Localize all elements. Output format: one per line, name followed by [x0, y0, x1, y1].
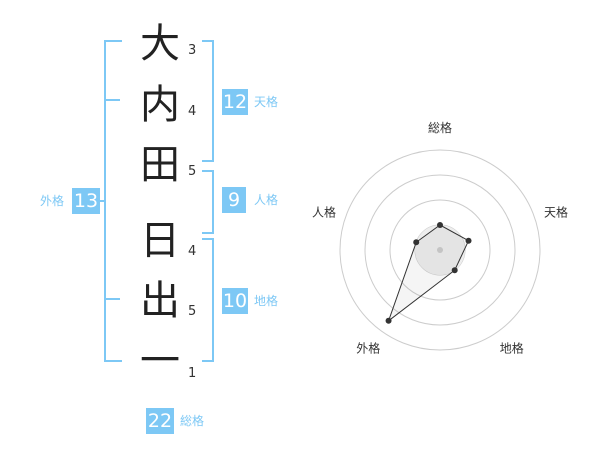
name-char-2: 内: [140, 82, 180, 128]
soukaku-label: 総格: [180, 414, 205, 428]
radar-ring: [364, 174, 516, 326]
radar-point: [465, 237, 472, 244]
name-char-5: 出: [140, 278, 180, 324]
radar-axis-label: 総格: [428, 120, 452, 135]
gaikaku-label: 外格: [40, 194, 65, 208]
gaikaku-bracket: [104, 40, 122, 362]
chikaku-label: 地格: [254, 294, 279, 308]
stroke-count-4: 4: [188, 244, 197, 259]
name-char-3: 田: [140, 142, 180, 188]
tenkaku-value-badge: 12: [222, 89, 248, 115]
radar-point: [385, 317, 392, 324]
bracket-tick: [104, 99, 120, 101]
jinkaku-bracket: [202, 170, 214, 234]
gaikaku-value-badge: 13: [72, 188, 100, 214]
radar-ring: [389, 199, 491, 301]
chikaku-bracket: [202, 238, 214, 362]
bracket-tick: [104, 298, 120, 300]
name-char-6: 一: [140, 338, 180, 384]
radar-center-dot: [437, 247, 443, 253]
radar-point: [451, 267, 458, 274]
radar-axis-label: 天格: [544, 204, 568, 219]
chikaku-value-badge: 10: [222, 288, 248, 314]
stroke-count-6: 1: [188, 366, 197, 381]
radar-axis-label: 外格: [356, 341, 380, 356]
name-char-1: 大: [140, 21, 180, 67]
name-char-4: 日: [140, 218, 180, 264]
jinkaku-value-badge: 9: [222, 187, 246, 213]
radar-ring: [339, 149, 541, 351]
stroke-count-3: 5: [188, 164, 197, 179]
radar-series-shape: [387, 224, 470, 323]
stroke-count-1: 3: [188, 43, 197, 58]
jinkaku-label: 人格: [254, 193, 279, 207]
radar-axis-label: 人格: [312, 204, 336, 219]
radar-point: [437, 222, 443, 228]
stroke-count-2: 4: [188, 104, 197, 119]
radar-point: [413, 239, 420, 246]
stroke-count-5: 5: [188, 304, 197, 319]
tenkaku-label: 天格: [254, 95, 279, 109]
soukaku-value-badge: 22: [146, 408, 174, 434]
tenkaku-bracket: [202, 40, 214, 162]
radar-axis-label: 地格: [500, 341, 524, 356]
